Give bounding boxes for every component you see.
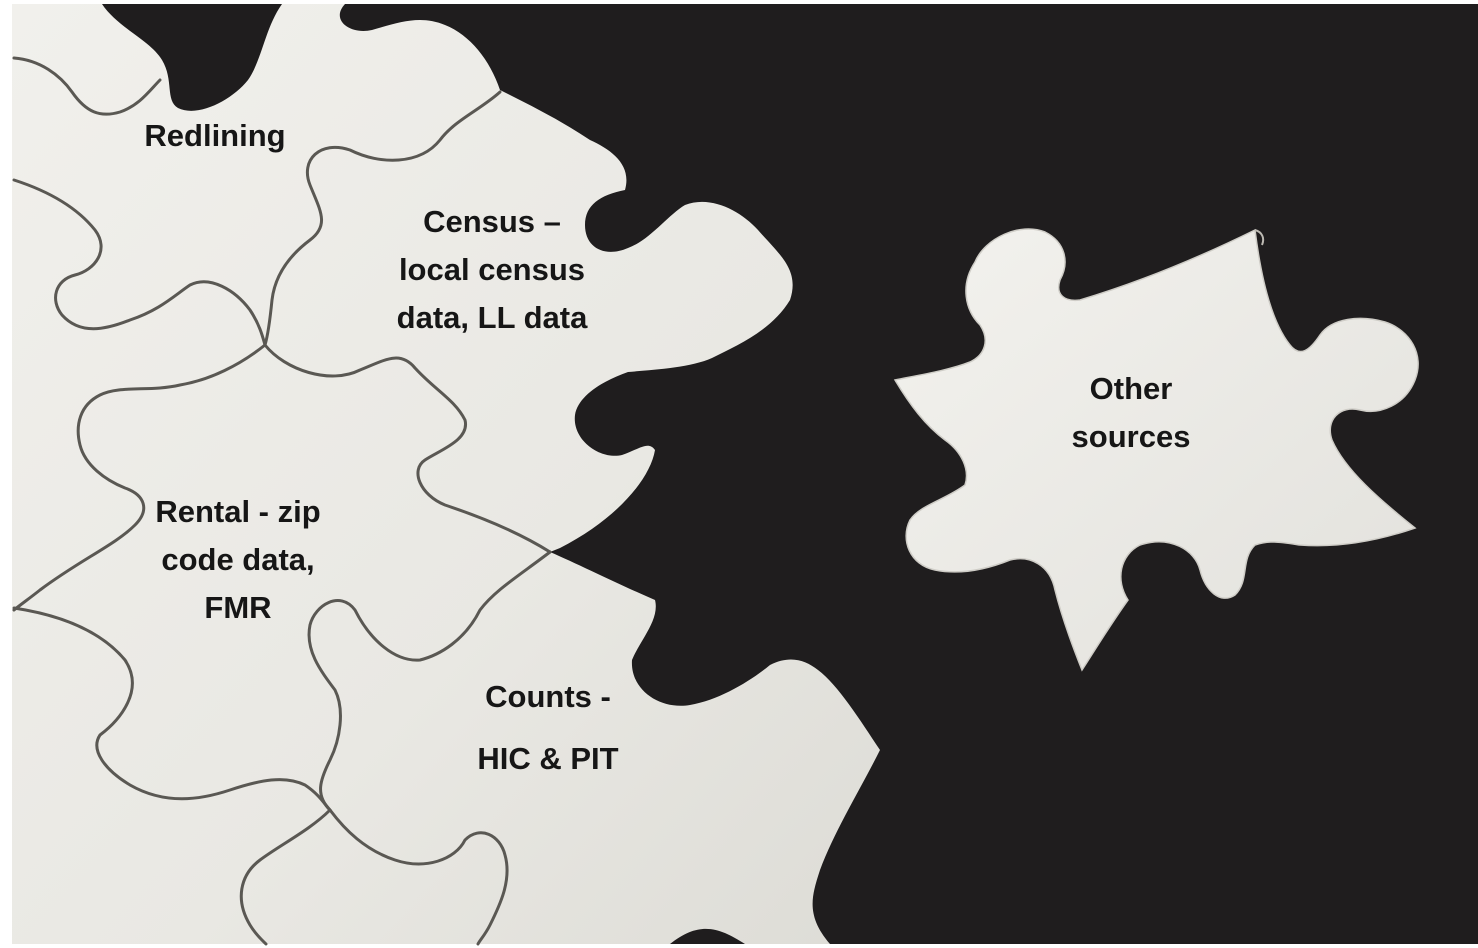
counts-line-2: HIC & PIT <box>477 741 619 776</box>
assembled-puzzle-pieces <box>12 4 880 944</box>
piece-label-counts: Counts - HIC & PIT <box>477 666 618 790</box>
piece-label-census: Census – local census data, LL data <box>397 198 588 342</box>
rental-line-2: code data, <box>161 542 315 577</box>
census-line-1: Census – <box>423 204 561 239</box>
piece-label-rental: Rental - zip code data, FMR <box>155 488 320 632</box>
loose-puzzle-piece <box>893 228 1419 672</box>
rental-line-1: Rental - zip <box>155 494 321 529</box>
other-line-1: Other <box>1089 371 1173 406</box>
counts-line-1: Counts - <box>485 679 611 714</box>
census-line-3: data, LL data <box>396 300 588 335</box>
piece-label-other: Other sources <box>1072 365 1191 461</box>
redlining-line-1: Redlining <box>144 118 286 153</box>
puzzle-seams <box>12 56 552 946</box>
piece-label-redlining: Redlining <box>144 112 285 160</box>
other-line-2: sources <box>1071 419 1191 454</box>
census-line-2: local census <box>398 252 586 287</box>
rental-line-3: FMR <box>204 590 272 625</box>
